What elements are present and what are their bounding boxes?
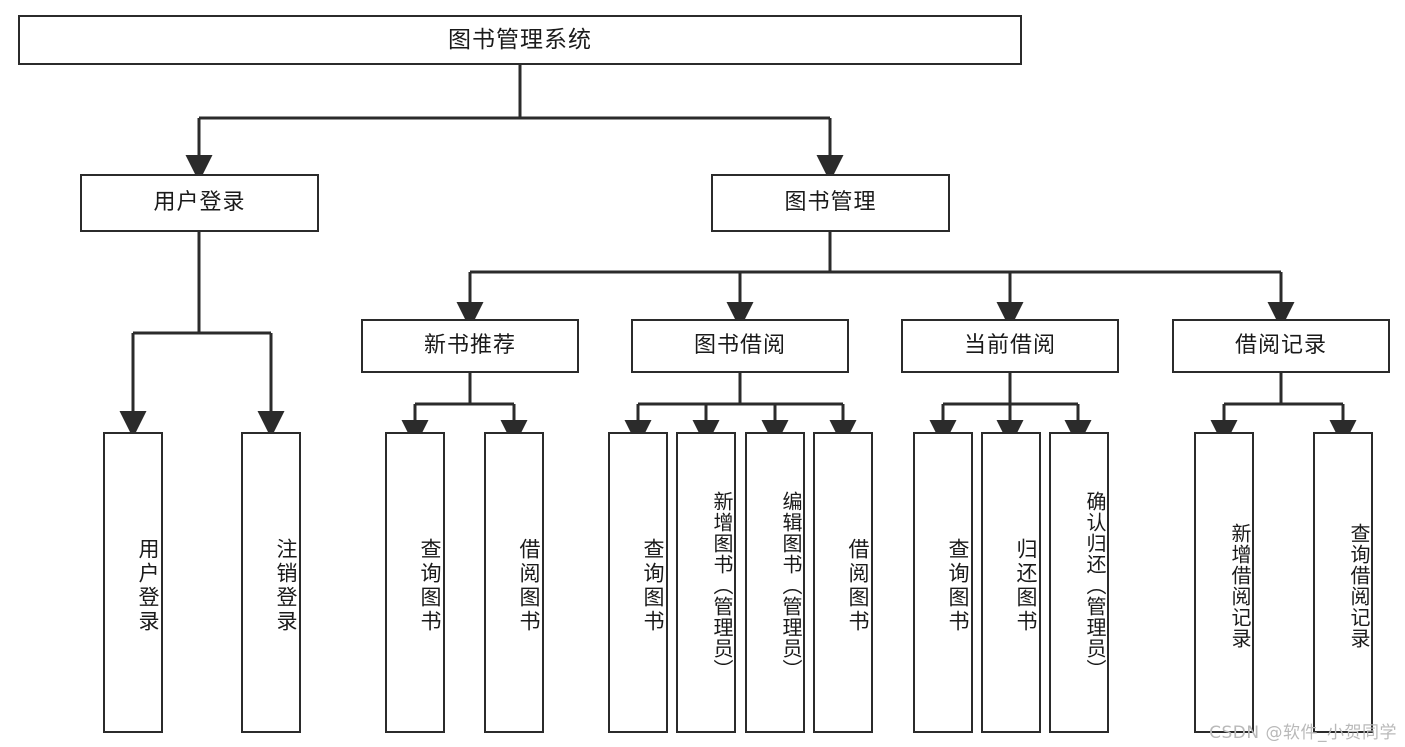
- node-borrow-record[interactable]: 借阅记录: [1172, 319, 1390, 373]
- leaf-return-book[interactable]: 归还图书: [981, 432, 1041, 733]
- node-user-login[interactable]: 用户登录: [80, 174, 319, 232]
- leaf-query-book-2-label: 查询图书: [641, 537, 665, 634]
- leaf-borrow-book-1[interactable]: 借阅图书: [484, 432, 544, 733]
- node-user-login-label: 用户登录: [153, 190, 246, 216]
- leaf-edit-book[interactable]: 编辑图书（管理员）: [745, 432, 805, 733]
- leaf-user-login[interactable]: 用户登录: [103, 432, 163, 733]
- node-book-borrow-label: 图书借阅: [693, 333, 786, 359]
- leaf-borrow-book-2[interactable]: 借阅图书: [813, 432, 873, 733]
- leaf-logout-login[interactable]: 注销登录: [241, 432, 301, 733]
- leaf-add-record[interactable]: 新增借阅记录: [1194, 432, 1254, 733]
- node-current-borrow[interactable]: 当前借阅: [901, 319, 1119, 373]
- leaf-return-book-label: 归还图书: [1014, 537, 1038, 634]
- leaf-query-book-2[interactable]: 查询图书: [608, 432, 668, 733]
- node-new-book-recommend[interactable]: 新书推荐: [361, 319, 579, 373]
- leaf-add-book-label: 新增图书（管理员）: [710, 491, 734, 680]
- leaf-edit-book-label: 编辑图书（管理员）: [779, 491, 803, 680]
- leaf-borrow-book-1-label: 借阅图书: [517, 537, 541, 634]
- leaf-add-book[interactable]: 新增图书（管理员）: [676, 432, 736, 733]
- node-root-label: 图书管理系统: [448, 26, 592, 53]
- leaf-borrow-book-2-label: 借阅图书: [846, 537, 870, 634]
- leaf-add-record-label: 新增借阅记录: [1228, 522, 1252, 649]
- node-borrow-record-label: 借阅记录: [1234, 333, 1327, 359]
- node-book-borrow[interactable]: 图书借阅: [631, 319, 849, 373]
- leaf-query-book-1-label: 查询图书: [418, 537, 442, 634]
- leaf-user-login-label: 用户登录: [136, 537, 160, 634]
- node-new-book-recommend-label: 新书推荐: [423, 333, 516, 359]
- node-root[interactable]: 图书管理系统: [18, 15, 1022, 65]
- leaf-logout-login-label: 注销登录: [274, 537, 298, 634]
- leaf-query-book-3[interactable]: 查询图书: [913, 432, 973, 733]
- leaf-confirm-return[interactable]: 确认归还（管理员）: [1049, 432, 1109, 733]
- node-current-borrow-label: 当前借阅: [963, 333, 1056, 359]
- node-book-manage[interactable]: 图书管理: [711, 174, 950, 232]
- leaf-query-book-1[interactable]: 查询图书: [385, 432, 445, 733]
- leaf-query-book-3-label: 查询图书: [946, 537, 970, 634]
- leaf-query-record[interactable]: 查询借阅记录: [1313, 432, 1373, 733]
- leaf-confirm-return-label: 确认归还（管理员）: [1083, 491, 1107, 680]
- watermark: CSDN @软件_小贺同学: [1209, 723, 1397, 743]
- leaf-query-record-label: 查询借阅记录: [1347, 522, 1371, 649]
- node-book-manage-label: 图书管理: [784, 190, 877, 216]
